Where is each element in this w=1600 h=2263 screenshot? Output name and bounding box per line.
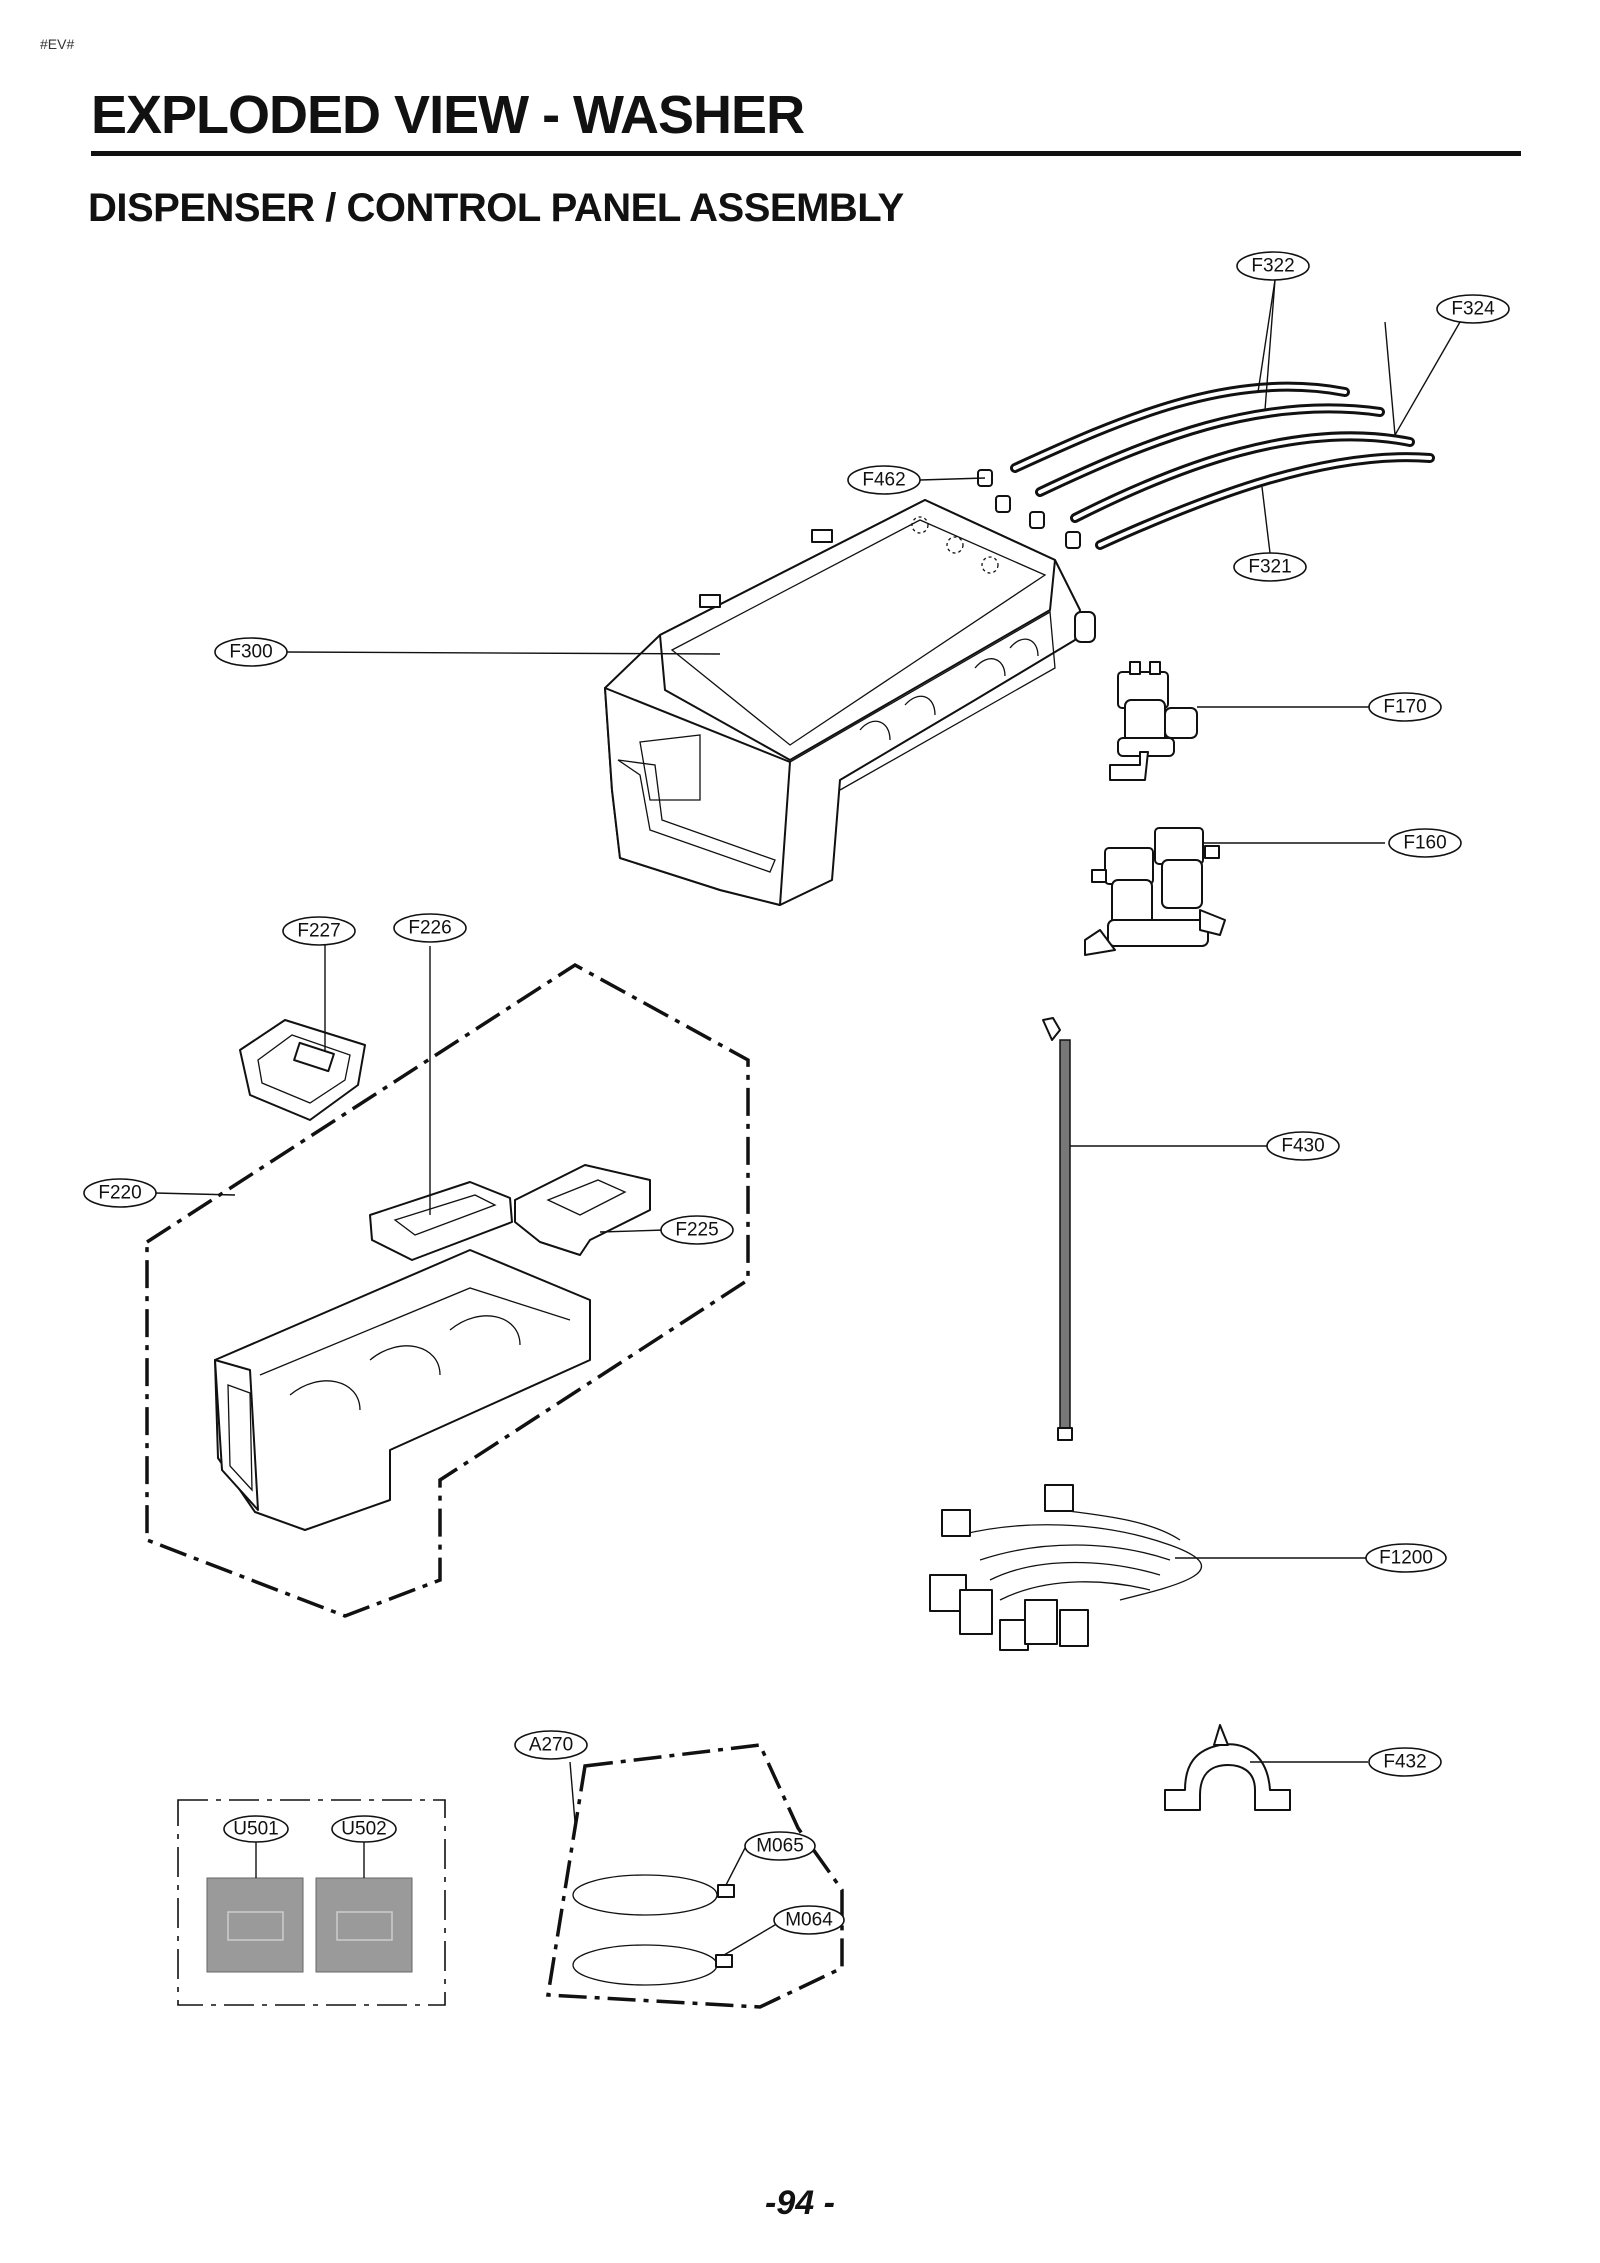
title-rule <box>91 151 1521 156</box>
callout-F430: F430 <box>1266 1131 1340 1161</box>
callout-F324: F324 <box>1436 294 1510 324</box>
callout-A270-label: A270 <box>529 1735 573 1756</box>
double-water-valve <box>1084 827 1226 956</box>
callout-F170-label: F170 <box>1383 697 1426 718</box>
callout-F227-label: F227 <box>297 921 340 942</box>
manual-box <box>177 1799 446 2006</box>
leader-lines <box>154 279 1461 1956</box>
callout-U501-label: U501 <box>233 1819 278 1840</box>
callout-U501: U501 <box>223 1815 289 1843</box>
section-subtitle: DISPENSER / CONTROL PANEL ASSEMBLY <box>88 186 904 230</box>
callout-U502-label: U502 <box>341 1819 386 1840</box>
callout-F300: F300 <box>214 637 288 667</box>
callout-A270: A270 <box>514 1730 588 1760</box>
callout-F321: F321 <box>1233 552 1307 582</box>
callout-F462-label: F462 <box>862 470 905 491</box>
callout-F160: F160 <box>1388 828 1462 858</box>
callout-F324-label: F324 <box>1451 299 1495 320</box>
callout-F220-label: F220 <box>98 1183 141 1204</box>
drain-tube <box>1042 1017 1073 1441</box>
page-number: -94 - <box>765 2184 835 2222</box>
page-tag: #EV# <box>40 36 75 52</box>
dispenser-housing <box>604 499 1096 906</box>
callout-F462: F462 <box>847 465 921 495</box>
callout-F160-label: F160 <box>1403 833 1446 854</box>
callout-F432-label: F432 <box>1383 1752 1426 1773</box>
callout-U502: U502 <box>331 1815 397 1843</box>
drawer-group <box>145 962 750 1618</box>
callout-F300-label: F300 <box>229 642 272 663</box>
callout-F225-label: F225 <box>675 1220 718 1241</box>
callout-M065-label: M065 <box>756 1836 804 1857</box>
callout-M065: M065 <box>744 1831 816 1861</box>
callout-F1200: F1200 <box>1365 1543 1447 1573</box>
callout-M064-label: M064 <box>785 1910 833 1931</box>
callout-F170: F170 <box>1368 692 1442 722</box>
callout-F321-label: F321 <box>1248 557 1291 578</box>
callout-F226: F226 <box>393 913 467 943</box>
callout-F432: F432 <box>1368 1747 1442 1777</box>
callout-F227: F227 <box>282 916 356 946</box>
callout-F430-label: F430 <box>1281 1136 1324 1157</box>
callout-F322: F322 <box>1236 251 1310 281</box>
callout-M064: M064 <box>773 1905 845 1935</box>
inlet-hose-set <box>977 381 1435 550</box>
callout-F220: F220 <box>83 1178 157 1208</box>
hose-guide-bracket <box>1164 1724 1291 1811</box>
single-water-valve <box>1109 661 1198 781</box>
page-title: EXPLODED VIEW - WASHER <box>91 85 805 145</box>
accessory-kit <box>545 1743 844 2009</box>
callout-F226-label: F226 <box>408 918 451 939</box>
callout-F322-label: F322 <box>1251 256 1294 277</box>
callout-F225: F225 <box>660 1215 734 1245</box>
callout-F1200-label: F1200 <box>1379 1548 1433 1569</box>
wire-harness <box>929 1484 1203 1651</box>
